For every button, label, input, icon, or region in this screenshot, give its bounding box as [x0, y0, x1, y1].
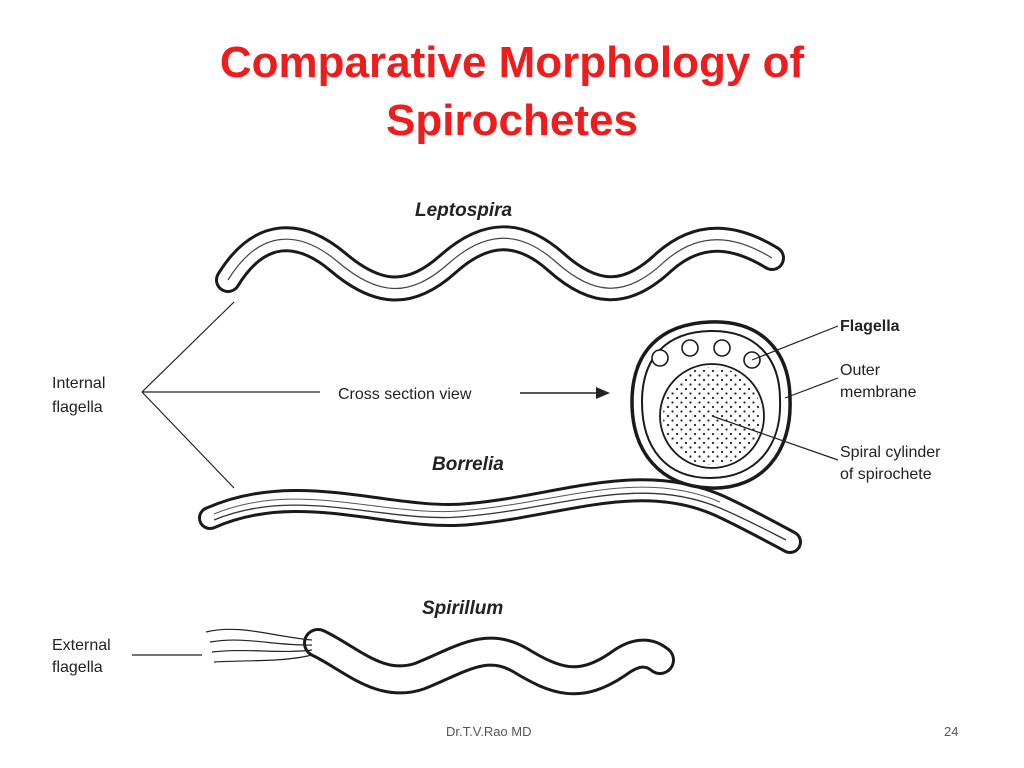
borrelia-label: Borrelia — [432, 454, 504, 475]
spirillum-organism — [303, 628, 675, 696]
slide-title-line-2: Spirochetes — [386, 96, 638, 145]
cross-section-figure — [630, 320, 792, 490]
slide-title: Comparative Morphology of Spirochetes — [0, 34, 1024, 150]
cross-section-arrow — [520, 387, 610, 399]
borrelia-organism — [198, 478, 802, 554]
outer-membrane-label-line-2: membrane — [840, 384, 917, 401]
leptospira-label: Leptospira — [415, 200, 513, 221]
footer-author: Dr.T.V.Rao MD — [446, 724, 532, 739]
slide-number: 24 — [944, 724, 959, 739]
external-flagella-strands — [205, 628, 313, 663]
internal-flagella-label-line-1: Internal — [52, 375, 105, 392]
flagella-label: Flagella — [840, 318, 900, 335]
external-flagella-label-line-2: flagella — [52, 659, 103, 676]
spirillum-label: Spirillum — [422, 598, 503, 619]
spiral-cylinder-label-line-1: Spiral cylinder — [840, 444, 941, 461]
leptospira-organism — [215, 225, 785, 302]
internal-flagella-label-line-2: flagella — [52, 399, 103, 416]
slide-title-line-1: Comparative Morphology of — [219, 38, 805, 87]
cross-section-pointers — [711, 325, 839, 461]
external-flagella-label-line-1: External — [52, 637, 111, 654]
cross-section-label: Cross section view — [338, 386, 472, 403]
spiral-cylinder-label-line-2: of spirochete — [840, 466, 932, 483]
outer-membrane-label-line-1: Outer — [840, 362, 881, 379]
internal-flagella-pointers — [141, 301, 320, 489]
